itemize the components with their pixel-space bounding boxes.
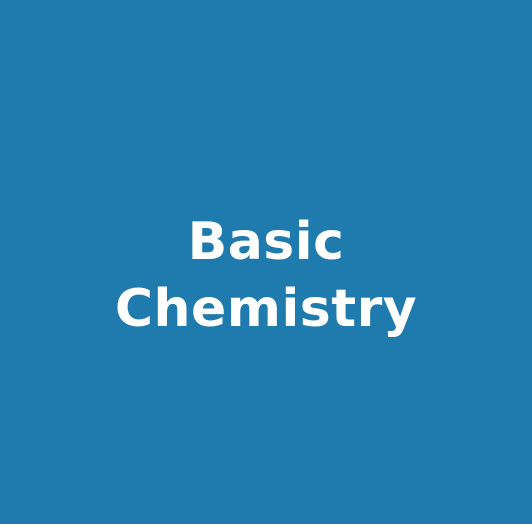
course-title-line-2: Chemistry: [114, 278, 418, 339]
course-title-line-1: Basic: [187, 211, 345, 272]
course-title: Basic Chemistry: [115, 209, 417, 343]
